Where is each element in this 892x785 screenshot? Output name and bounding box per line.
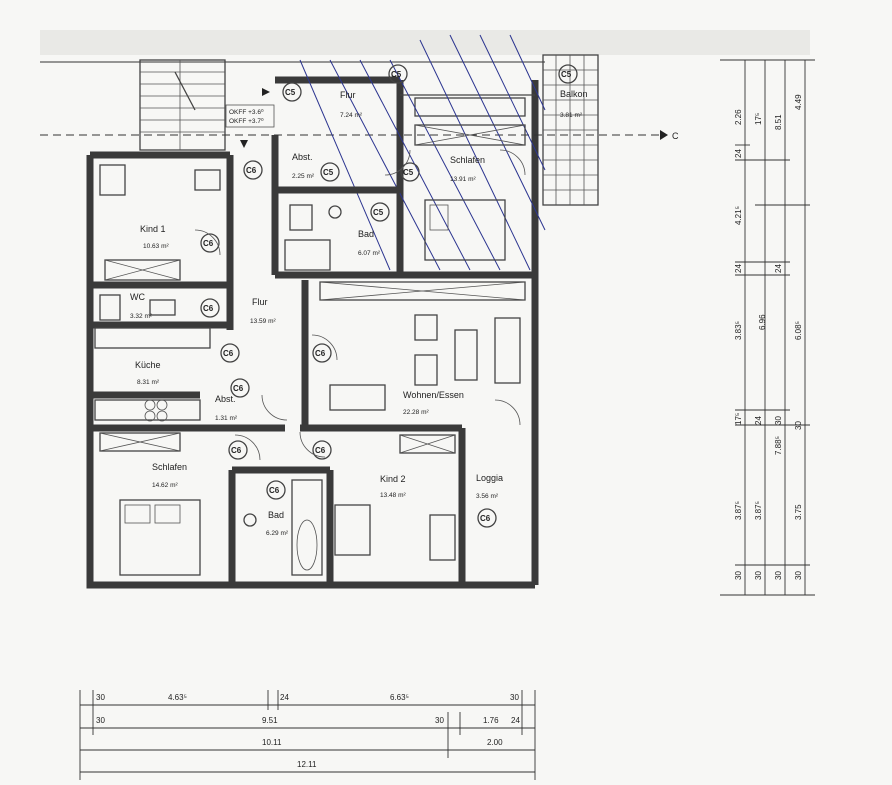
- stair-okff-2: OKFF +3.7⁰: [229, 117, 264, 125]
- svg-text:C5: C5: [561, 70, 572, 79]
- room-bad-top-area: 6.07 m²: [358, 250, 381, 257]
- furniture: [94, 124, 526, 576]
- room-schlafen-name: Schlafen: [152, 462, 187, 472]
- room-bad-top-name: Bad: [358, 229, 374, 239]
- dim-r-c4-1: 6.08⁵: [794, 321, 803, 340]
- room-kueche-area: 8.31 m²: [137, 379, 160, 386]
- dim-r-c2-0: 17⁵: [754, 113, 763, 125]
- dim-b-r2-4: 24: [511, 716, 520, 725]
- room-balkon-area: 3.81 m²: [560, 112, 583, 119]
- dim-r-c1-4: 3.83⁵: [734, 321, 743, 340]
- dim-r-c4-3: 3.75: [794, 504, 803, 520]
- dim-r-c1-3: 24: [734, 264, 743, 273]
- door-codes: C5 C5 C5 C6 C5 C5 C5 C6 C6 C6 C6 C6 C6 C…: [200, 64, 578, 528]
- svg-text:C6: C6: [203, 239, 214, 248]
- dim-r-c3-1: 24: [774, 264, 783, 273]
- dim-r-c1-0: 2.26: [734, 109, 743, 125]
- room-bad-bottom-area: 6.29 m²: [266, 530, 289, 537]
- svg-text:C5: C5: [391, 70, 402, 79]
- dim-r-c4-4: 30: [794, 571, 803, 580]
- svg-text:C6: C6: [315, 446, 326, 455]
- room-balkon-name: Balkon: [560, 89, 588, 99]
- svg-text:C6: C6: [233, 384, 244, 393]
- room-flur-top-area: 7.24 m²: [340, 112, 363, 119]
- room-loggia-name: Loggia: [476, 473, 503, 483]
- door-swings: [194, 149, 526, 461]
- svg-text:C6: C6: [231, 446, 242, 455]
- dim-r-c1-5: 17⁵: [734, 413, 743, 425]
- dim-r-c1-6: 3.87⁵: [734, 501, 743, 520]
- dimension-chains-bottom: 30 4.63⁵ 24 6.63⁵ 30 30 9.51 30 1.76 24 …: [79, 690, 536, 780]
- outer-walls: [86, 80, 539, 589]
- dim-b-r2-2: 30: [435, 716, 444, 725]
- dim-b-r1-1: 4.63⁵: [168, 693, 187, 702]
- dim-r-c2-1: 24: [754, 416, 763, 425]
- dim-b-r1-3: 6.63⁵: [390, 693, 409, 702]
- dim-b-r2-1: 9.51: [262, 716, 278, 725]
- room-kind1-area: 10.63 m²: [143, 243, 169, 250]
- room-flur-top-name: Flur: [340, 90, 356, 100]
- room-schlafen-area: 14.62 m²: [152, 482, 178, 489]
- dim-r-c1-1: 24: [734, 149, 743, 158]
- top-section: C: [40, 54, 679, 206]
- dim-b-r2-3: 1.76: [483, 716, 499, 725]
- dimension-chains-right: 2.26 24 4.21⁵ 24 3.83⁵ 17⁵ 3.87⁵ 30 17⁵ …: [720, 59, 815, 596]
- room-kueche-name: Küche: [135, 360, 161, 370]
- stair-okff-1: OKFF +3.6⁰: [229, 108, 264, 116]
- room-schlafen-top-name: Schlafen: [450, 155, 485, 165]
- dim-r-c3-3: 30: [774, 416, 783, 425]
- room-kind2-area: 13.48 m²: [380, 492, 406, 499]
- room-loggia-area: 3.56 m²: [476, 493, 499, 500]
- room-wc-area: 3.32 m²: [130, 313, 153, 320]
- room-wohnen-name: Wohnen/Essen: [403, 390, 464, 400]
- dim-r-c2-3: 30: [754, 571, 763, 580]
- room-abst-top-area: 2.25 m²: [292, 173, 315, 180]
- dim-b-r1-2: 24: [280, 693, 289, 702]
- dim-r-c2-2: 3.87⁵: [754, 501, 763, 520]
- room-schlafen-top-area: 13.91 m²: [450, 176, 476, 183]
- svg-text:C6: C6: [223, 349, 234, 358]
- dim-r-c3-5: 30: [774, 571, 783, 580]
- stairwell: OKFF +3.6⁰ OKFF +3.7⁰: [139, 59, 275, 151]
- dim-b-r4-0: 12.11: [297, 760, 317, 769]
- room-abst-mid-name: Abst.: [215, 394, 236, 404]
- svg-text:C5: C5: [373, 208, 384, 217]
- room-labels: Flur 7.24 m² Balkon 3.81 m² Abst. 2.25 m…: [130, 89, 588, 537]
- svg-text:C5: C5: [403, 168, 414, 177]
- blue-hatch-overlay: [299, 34, 546, 271]
- section-mark: C: [672, 131, 679, 141]
- room-flur-area: 13.59 m²: [250, 318, 276, 325]
- svg-text:C5: C5: [285, 88, 296, 97]
- dim-b-r2-0: 30: [96, 716, 105, 725]
- dim-r-c1-2: 4.21⁵: [734, 206, 743, 225]
- dim-r-c1-7: 30: [734, 571, 743, 580]
- dim-r-c3-2: 6.96: [758, 314, 767, 330]
- svg-text:C6: C6: [269, 486, 280, 495]
- svg-text:C6: C6: [203, 304, 214, 313]
- svg-text:C5: C5: [323, 168, 334, 177]
- dim-b-r1-0: 30: [96, 693, 105, 702]
- dim-b-r3-1: 2.00: [487, 738, 503, 747]
- room-wohnen-area: 22.28 m²: [403, 409, 429, 416]
- dim-r-c4-2: 30: [794, 421, 803, 430]
- room-kind2-name: Kind 2: [380, 474, 406, 484]
- svg-text:C6: C6: [480, 514, 491, 523]
- room-bad-bottom-name: Bad: [268, 510, 284, 520]
- svg-text:C6: C6: [315, 349, 326, 358]
- room-kind1-name: Kind 1: [140, 224, 166, 234]
- dim-r-c4-0: 4.49: [794, 94, 803, 110]
- interior-walls: [90, 186, 466, 585]
- dim-b-r3-0: 10.11: [262, 738, 282, 747]
- dim-b-r1-4: 30: [510, 693, 519, 702]
- svg-text:C6: C6: [246, 166, 257, 175]
- dim-r-c3-0: 8.51: [774, 114, 783, 130]
- room-wc-name: WC: [130, 292, 145, 302]
- room-abst-top-name: Abst.: [292, 152, 313, 162]
- room-abst-mid-area: 1.31 m²: [215, 415, 238, 422]
- dim-r-c3-4: 7.88⁵: [774, 436, 783, 455]
- room-flur-name: Flur: [252, 297, 268, 307]
